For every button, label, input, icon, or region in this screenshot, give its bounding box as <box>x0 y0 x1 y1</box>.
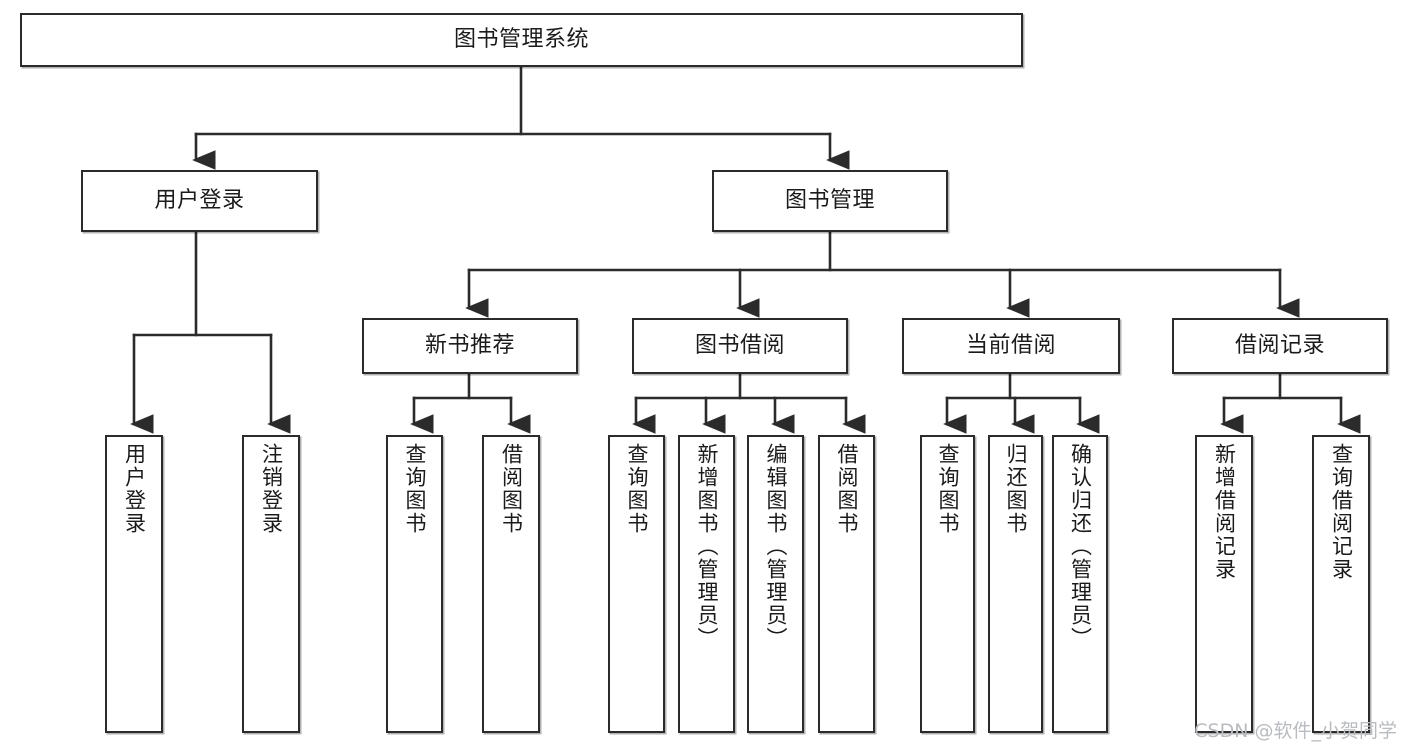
node-label: 新增图书（管理员） <box>695 443 719 650</box>
node-label: 用户登录 <box>122 443 147 535</box>
node-label: 借阅记录 <box>1234 333 1325 359</box>
node-leaf-user-logout[interactable]: 注销登录 <box>242 435 300 733</box>
node-label: 借阅图书 <box>499 443 524 535</box>
node-leaf-add-book-admin[interactable]: 新增图书（管理员） <box>678 435 735 733</box>
node-book-borrow[interactable]: 图书借阅 <box>632 318 848 374</box>
node-leaf-borrow-book-recommend[interactable]: 借阅图书 <box>482 435 540 733</box>
watermark-text: CSDN @软件_小贺同学 <box>1194 720 1397 742</box>
node-new-book-recommend[interactable]: 新书推荐 <box>362 318 578 374</box>
node-leaf-query-book-recommend[interactable]: 查询图书 <box>386 435 443 733</box>
node-root-system[interactable]: 图书管理系统 <box>20 13 1023 67</box>
node-leaf-query-borrow-record[interactable]: 查询借阅记录 <box>1312 435 1370 733</box>
node-leaf-edit-book-admin[interactable]: 编辑图书（管理员） <box>747 435 804 733</box>
node-label: 图书管理系统 <box>453 27 589 53</box>
node-label: 图书管理 <box>784 188 875 214</box>
node-label: 确认归还（管理员） <box>1068 443 1093 650</box>
node-label: 借阅图书 <box>835 443 859 535</box>
node-borrow-record[interactable]: 借阅记录 <box>1172 318 1388 374</box>
node-label: 注销登录 <box>259 443 284 535</box>
node-label: 编辑图书（管理员） <box>764 443 788 650</box>
node-label: 图书借阅 <box>694 333 785 359</box>
node-label: 新书推荐 <box>424 333 515 359</box>
node-label: 查询图书 <box>403 443 427 535</box>
node-label: 查询图书 <box>936 443 960 535</box>
node-user-login[interactable]: 用户登录 <box>81 170 318 232</box>
node-leaf-query-book-borrow[interactable]: 查询图书 <box>608 435 665 733</box>
node-leaf-return-book[interactable]: 归还图书 <box>988 435 1043 733</box>
node-current-borrow[interactable]: 当前借阅 <box>902 318 1120 374</box>
node-leaf-add-borrow-record[interactable]: 新增借阅记录 <box>1195 435 1253 733</box>
node-leaf-query-book-current[interactable]: 查询图书 <box>920 435 975 733</box>
node-label: 新增借阅记录 <box>1212 443 1237 581</box>
node-book-management[interactable]: 图书管理 <box>712 170 948 232</box>
node-leaf-confirm-return-admin[interactable]: 确认归还（管理员） <box>1052 435 1108 733</box>
node-leaf-user-login[interactable]: 用户登录 <box>105 435 163 733</box>
node-label: 当前借阅 <box>965 333 1056 359</box>
node-label: 用户登录 <box>154 188 245 214</box>
node-leaf-borrow-book[interactable]: 借阅图书 <box>818 435 875 733</box>
node-label: 查询图书 <box>625 443 649 535</box>
node-label: 归还图书 <box>1004 443 1028 535</box>
node-label: 查询借阅记录 <box>1329 443 1354 581</box>
